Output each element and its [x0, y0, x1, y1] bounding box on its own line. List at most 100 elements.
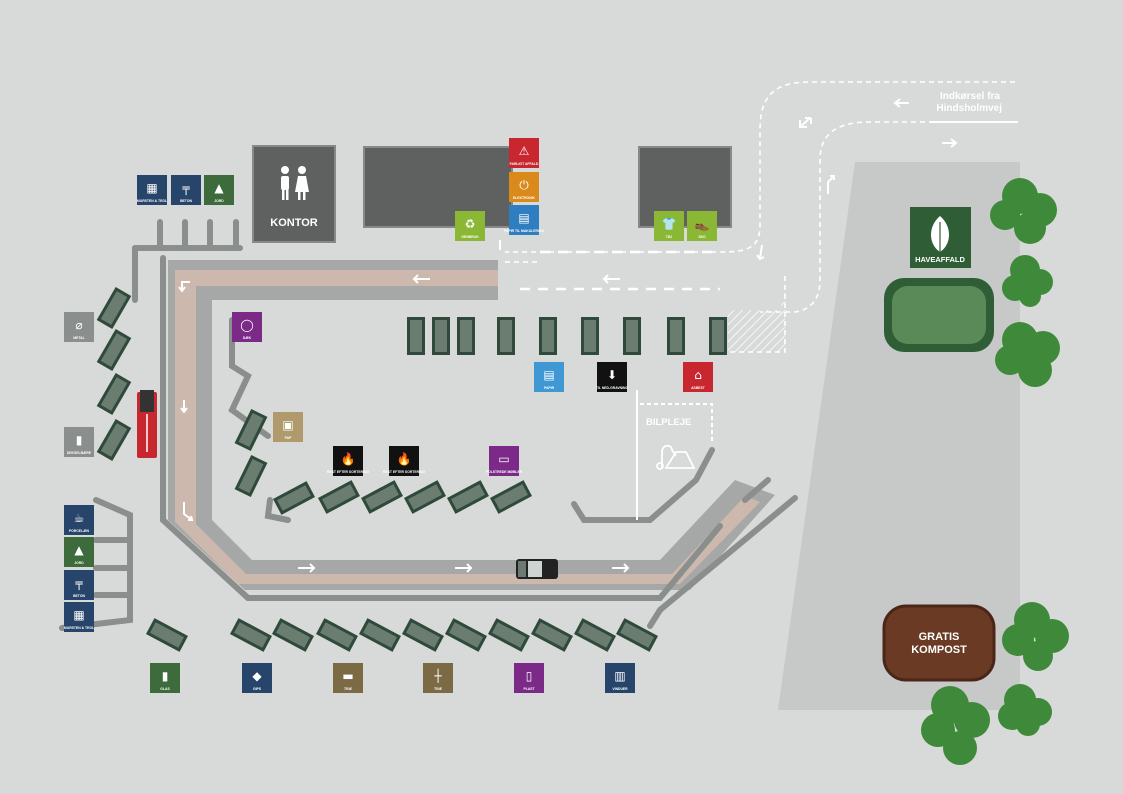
sign-vinduer: ▥ VINDUER — [605, 663, 635, 693]
sign-label: VINDUER — [612, 687, 628, 691]
entrance-label-2: Hindsholmvej — [936, 103, 1002, 114]
concrete-icon: ╤ — [74, 576, 83, 590]
sign-jord-top: ▲JORD — [204, 175, 234, 205]
sign-label: ASBEST — [691, 386, 706, 390]
sign-glas: ▮GLAS — [150, 663, 180, 693]
kompost-label-1: GRATIS — [919, 631, 960, 643]
container — [271, 618, 315, 652]
sign-label: TRÆ — [434, 687, 443, 691]
container — [234, 408, 268, 452]
container — [444, 618, 488, 652]
fence-icon: ┼ — [433, 668, 442, 683]
site-walls — [59, 219, 798, 631]
fire-truck-icon — [137, 390, 157, 458]
hedge-garden — [884, 278, 994, 352]
sign-label: METAL — [73, 336, 84, 340]
sign-mursten-top: ▦ MURSTEN & TEGL — [137, 175, 167, 205]
sign-label: POLSTREDE MØBLER — [486, 470, 523, 474]
tree-icon — [921, 686, 990, 765]
brick-icon: ▦ — [73, 608, 84, 622]
container — [539, 317, 557, 355]
warning-icon: ⚠ — [519, 144, 530, 158]
container — [360, 480, 404, 514]
haveaffald-sign: HAVEAFFALD — [910, 207, 971, 268]
sign-porcelæn: ☕PORCELÆN — [64, 505, 94, 535]
sign-dæk: ◯DÆK — [232, 312, 262, 342]
sign-polstrede: ▭ POLSTREDE MØBLER — [486, 446, 523, 476]
sign-label: MURSTEN & TEGL — [64, 626, 94, 630]
container — [446, 480, 490, 514]
sign-pap: ▤PAPIR TIL MAKULERING — [504, 205, 544, 235]
toilet-icon — [281, 166, 309, 200]
sign-pap2: ▣PAP — [273, 412, 303, 442]
sign-label: MURSTEN & TEGL — [137, 199, 167, 203]
sign-label: PORCELÆN — [69, 529, 90, 533]
sign-label: ELEKTRONIK — [513, 196, 536, 200]
container — [403, 480, 447, 514]
container — [401, 618, 445, 652]
sign-papir: ▤PAPIR — [534, 362, 564, 392]
container — [96, 329, 132, 371]
concrete-icon: ╤ — [181, 181, 190, 195]
sign-jord-left: ▲ JORD — [64, 537, 94, 567]
flame-icon: 🔥 — [397, 452, 412, 466]
window-icon: ▥ — [614, 669, 625, 683]
sign-asbest: ⌂ ASBEST — [683, 362, 713, 392]
container — [145, 618, 189, 652]
hatched-zone — [728, 290, 785, 352]
sign-label: GIPS — [253, 687, 262, 691]
sign-label: DEKSELBÆRE — [67, 451, 92, 455]
sign-beton-top: ╤ BETON — [171, 175, 201, 205]
sign-træ2: ┼ TRÆ — [423, 663, 453, 693]
kontor-label: KONTOR — [270, 217, 318, 229]
containers — [96, 287, 727, 652]
dig-icon: ⬇ — [607, 368, 617, 382]
sign-label: BETON — [73, 594, 85, 598]
sign-label: TRÆ — [344, 687, 353, 691]
sign-træ1: ▬ TRÆ — [333, 663, 363, 693]
access-road-solid — [499, 121, 1018, 250]
vacuum-icon — [656, 444, 696, 470]
container — [573, 618, 617, 652]
kontor-building — [252, 145, 336, 243]
sign-label: BETON — [180, 199, 192, 203]
soil-icon: ▲ — [74, 543, 84, 557]
sign-label: REST EFTER SORTERING — [327, 470, 370, 474]
shed-building — [638, 146, 732, 228]
sign-metal: ⌀ METAL — [64, 312, 94, 342]
sign-dekselbære: ▮ DEKSELBÆRE — [64, 427, 94, 457]
container — [358, 618, 402, 652]
sign-tøj: 👕TØJ — [654, 211, 684, 241]
sign-label: JORD — [74, 561, 84, 565]
roof-icon: ⌂ — [694, 368, 702, 382]
container — [581, 317, 599, 355]
sign-label: FARLIGT AFFALD — [510, 162, 539, 166]
lane-dashes — [520, 250, 720, 291]
entrance-label-1: Indkørsel fra — [940, 91, 1000, 102]
bilpleje-area: BILPLEJE — [636, 390, 713, 520]
pan-icon: ⌀ — [75, 318, 82, 332]
sofa-icon: ▭ — [498, 452, 509, 466]
recycle-icon: ♻ — [465, 217, 476, 231]
wood-icon: ▬ — [342, 669, 353, 683]
road-arrows — [178, 98, 958, 573]
container — [272, 481, 316, 515]
sign-elektronik: ⏻ELEKTRONIK — [509, 172, 539, 202]
fraction-signs: ▦MURSTEN & TEGL╤BETON▲JORD⚠FARLIGT AFFAL… — [64, 138, 717, 693]
container — [234, 454, 268, 498]
container — [432, 317, 450, 355]
box-icon: ▣ — [282, 418, 293, 432]
container — [489, 480, 533, 514]
container — [709, 317, 727, 355]
flame-icon: 🔥 — [341, 452, 356, 466]
hall-building — [363, 146, 513, 228]
container — [96, 287, 132, 329]
container — [457, 317, 475, 355]
brick-icon: ▦ — [146, 181, 157, 195]
container — [229, 618, 273, 652]
bottle-icon: ▮ — [76, 433, 83, 447]
sign-plast: ▯PLAST — [514, 663, 544, 693]
container — [96, 373, 132, 415]
soil-icon: ▲ — [214, 181, 224, 195]
